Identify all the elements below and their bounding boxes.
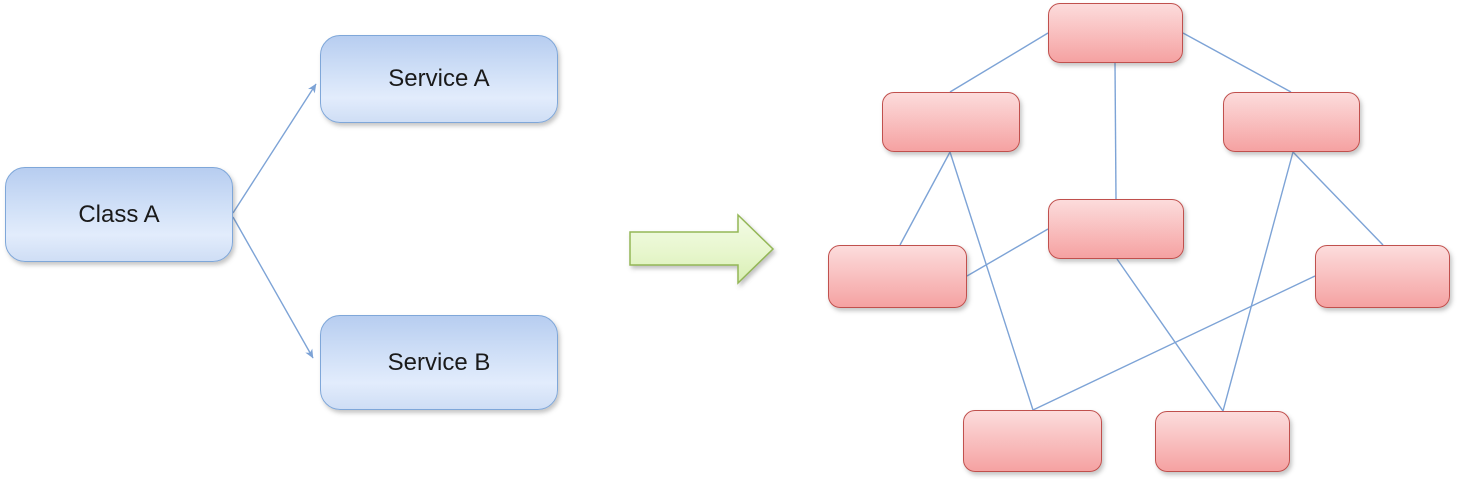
node-service-b-label: Service B [387,348,491,376]
network-node-n3 [1223,92,1360,152]
node-class-a: Class A [5,167,233,262]
network-node-n1 [1048,3,1183,63]
network-node-n2 [882,92,1020,152]
edge-n5-n4 [966,228,1049,277]
network-node-n7 [963,410,1102,472]
node-class-a-label: Class A [78,200,160,228]
node-service-a: Service A [320,35,558,123]
network-node-n4 [1048,199,1184,259]
network-node-n6 [1315,245,1450,308]
edge-n1-n3 [1182,32,1292,93]
arrow-class-a-to-service-b [232,216,314,359]
network-node-n5 [828,245,967,308]
edge-n7-n6 [1032,275,1316,411]
edge-n1-n2 [949,32,1049,93]
edge-n1-n4 [1114,62,1117,200]
edge-n3-n8 [1222,151,1294,412]
edge-n2-n5 [899,151,951,246]
arrow-class-a-to-service-a [232,83,317,214]
edge-n3-n6 [1292,151,1384,246]
network-node-n8 [1155,411,1290,472]
node-service-b: Service B [320,315,558,410]
transform-arrow [629,213,775,285]
edge-n4-n8 [1116,258,1224,412]
node-service-a-label: Service A [388,65,490,92]
